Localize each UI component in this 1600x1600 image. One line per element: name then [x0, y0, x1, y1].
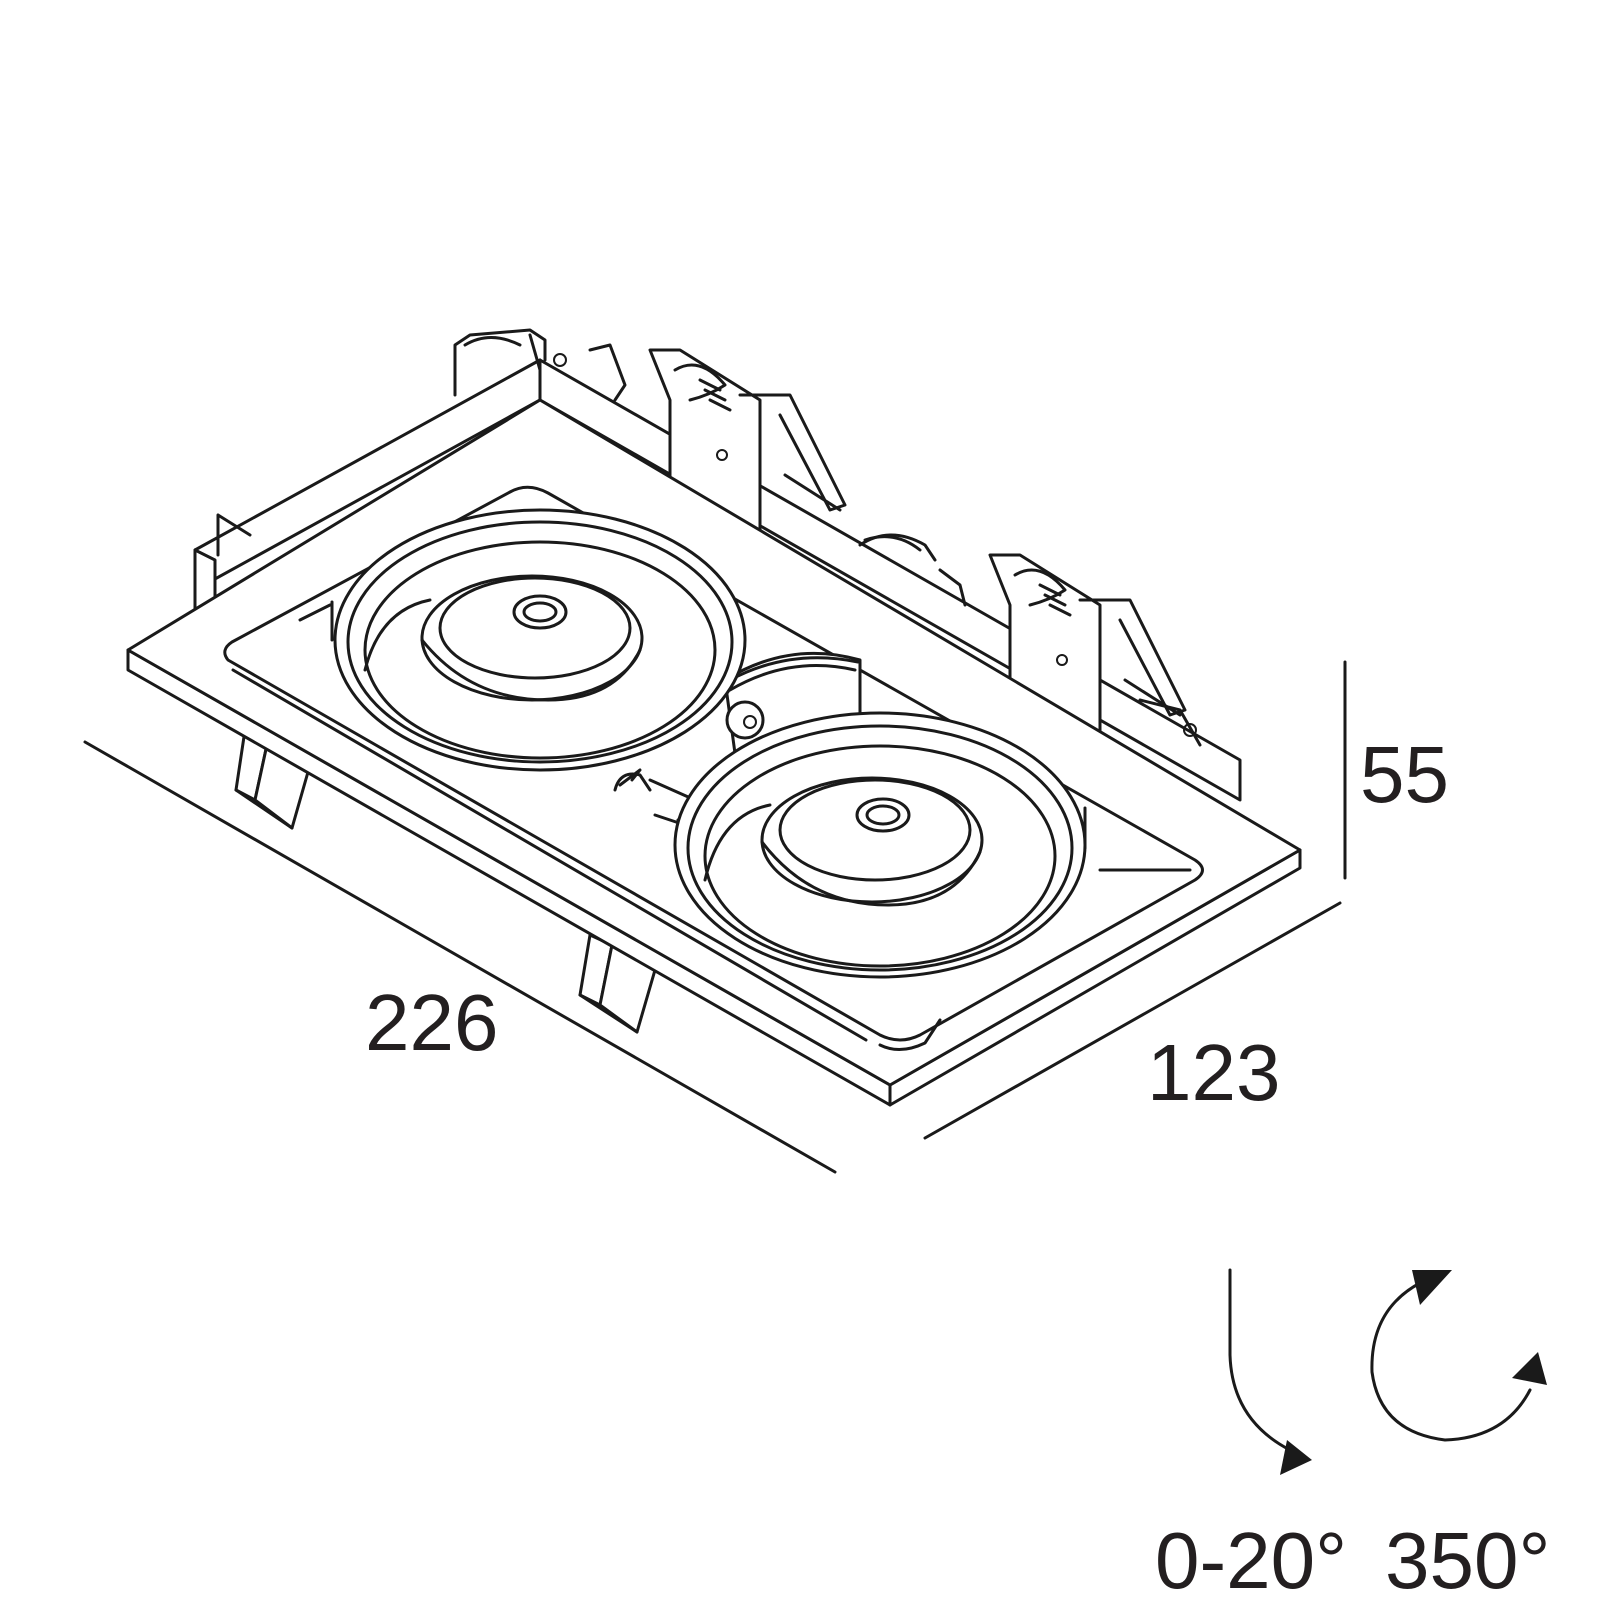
spring-clip-back-left	[453, 328, 627, 402]
dimension-lines	[83, 660, 1347, 1174]
tilt-angle-label: 0-20°	[1155, 1516, 1347, 1600]
dimension-width-label: 123	[1147, 1028, 1280, 1117]
rotation-arrow-icon	[1370, 1270, 1547, 1442]
center-connector	[858, 533, 1202, 747]
lamp-right	[673, 711, 1087, 979]
tilt-arrow-icon	[1228, 1268, 1312, 1475]
dimension-line-length	[83, 740, 837, 1174]
dimension-height-label: 55	[1360, 730, 1449, 819]
dimension-length-label: 226	[365, 978, 498, 1067]
lamp-left	[330, 508, 747, 772]
rotation-angle-label: 350°	[1385, 1516, 1550, 1600]
left-tab	[216, 513, 252, 557]
dimension-line-width	[923, 901, 1342, 1140]
